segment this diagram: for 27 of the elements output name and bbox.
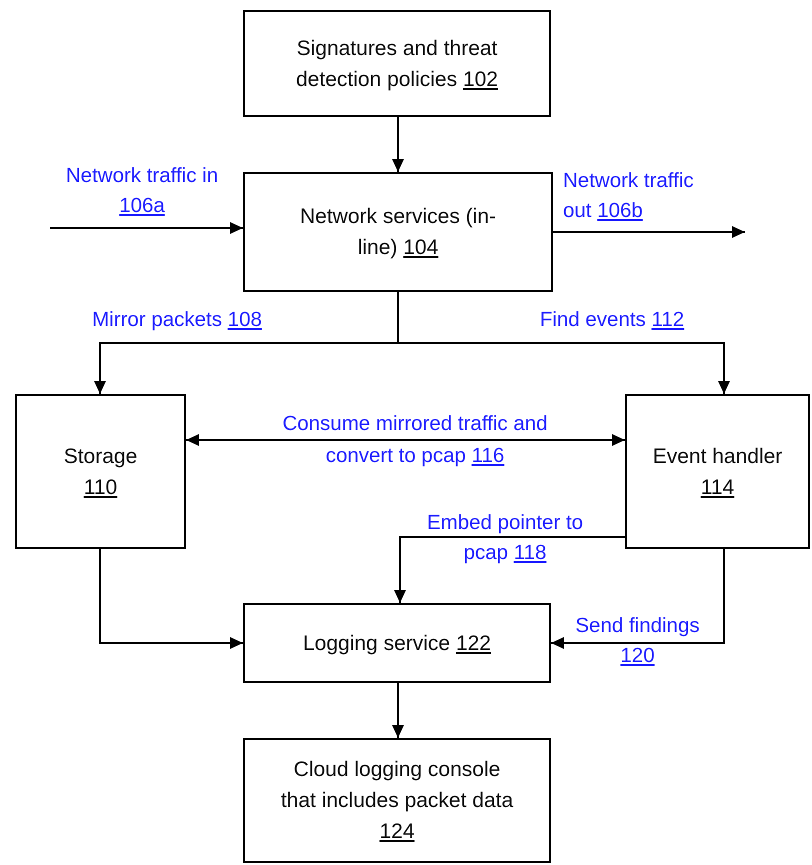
edge-label: Network traffic out 106b — [563, 168, 695, 224]
edge-label: Network traffic in 106a — [64, 163, 220, 219]
edge-label: Mirror packets 108 — [91, 307, 263, 333]
process-box — [15, 394, 186, 549]
arrow — [551, 549, 725, 649]
arrow — [50, 222, 243, 234]
process-box — [243, 10, 551, 117]
arrow — [392, 683, 404, 738]
arrow — [394, 536, 625, 603]
process-box — [243, 172, 553, 292]
node-label: Network services (in-line) 104 — [298, 204, 498, 261]
arrow — [99, 549, 243, 649]
arrow — [186, 434, 625, 446]
edge-label: Embed pointer to pcap 118 — [426, 510, 584, 566]
process-box — [243, 738, 551, 863]
process-box — [625, 394, 810, 549]
node-label: Cloud logging console that includes packet data 124 — [280, 757, 514, 845]
process-box — [243, 603, 551, 683]
node-label: Event handler 114 — [652, 444, 784, 500]
edge-label: Consume mirrored traffic and convert to pcap 116 — [281, 411, 549, 469]
arrow — [553, 226, 745, 238]
node-label: Logging service 122 — [303, 630, 491, 656]
arrow — [392, 117, 404, 172]
node-label: Storage 110 — [62, 444, 138, 500]
edge-label: Send findings 120 — [574, 613, 701, 669]
edge-label: Find events 112 — [538, 307, 686, 333]
node-label: Signatures and threat detection policies 102 — [295, 36, 499, 92]
